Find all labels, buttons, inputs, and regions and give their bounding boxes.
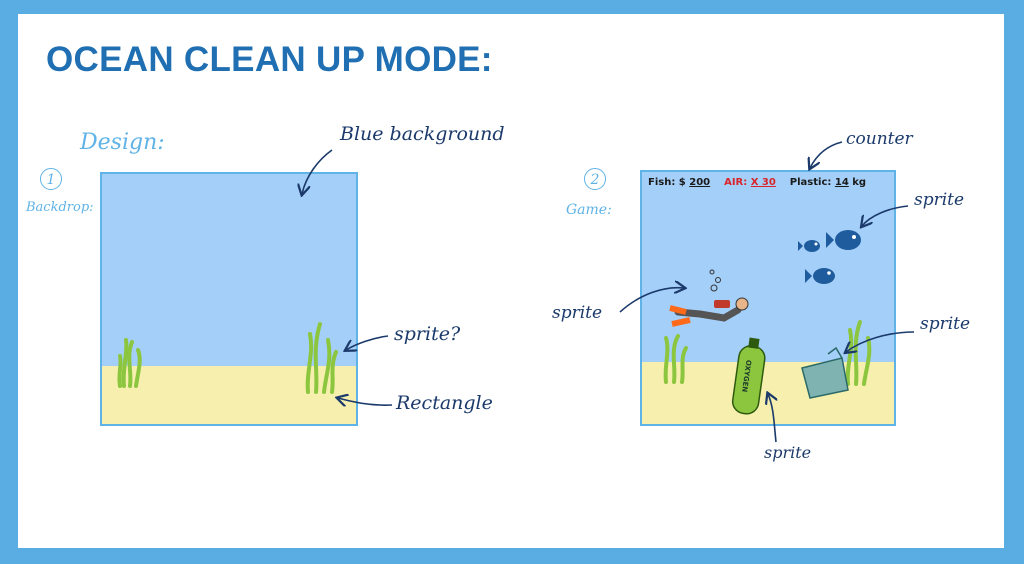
backdrop-seaweed-drawing [117,322,338,394]
game-seaweed-right [845,320,872,386]
hud-air-value: X 30 [750,177,776,188]
hud-fish-label: Fish: $ [648,177,686,188]
diver-sprite [669,269,749,327]
hud-plastic-label: Plastic: [789,177,832,188]
game-number-badge: 2 [584,168,606,190]
backdrop-number: 1 [46,172,56,188]
seaweed-left [117,338,142,388]
plastic-bag-sprite [801,346,849,399]
backdrop-label: Backdrop: [26,200,94,215]
counter-annotation: counter [846,129,913,149]
fish-sprite-middle [805,268,835,284]
fish-sprite-large [826,230,861,250]
game-label: Game: [566,202,612,218]
page-title: OCEAN CLEAN UP MODE: [46,40,493,79]
game-number: 2 [590,172,600,188]
design-label: Design: [80,130,165,155]
game-sprites-drawing [663,230,872,415]
hud-fish-value: 200 [689,177,711,188]
fish-sprite-small [798,240,820,252]
blue-background-annotation: Blue background [340,123,505,145]
backdrop-panel [100,172,358,426]
diver-sprite-annotation: sprite [552,303,603,323]
sprite-question-annotation: sprite? [394,323,461,345]
game-panel: Fish: $ 200 AIR: X 30 Plastic: 14 kg [640,170,896,426]
hud-air-label: AIR: [724,177,748,188]
game-seaweed-left [663,334,688,384]
backdrop-number-badge: 1 [40,168,62,190]
tank-sprite-annotation: sprite [764,443,812,462]
bag-sprite-annotation: sprite [920,314,971,334]
fish-sprite-annotation: sprite [914,190,965,210]
hud-counter: Fish: $ 200 AIR: X 30 Plastic: 14 kg [648,177,866,188]
rectangle-annotation: Rectangle [396,392,493,414]
hud-plastic-unit: kg [852,177,867,188]
oxygen-tank-sprite [731,337,766,415]
hud-plastic-value: 14 [834,177,849,188]
seaweed-right [305,322,338,394]
sand-rectangle [102,366,356,424]
